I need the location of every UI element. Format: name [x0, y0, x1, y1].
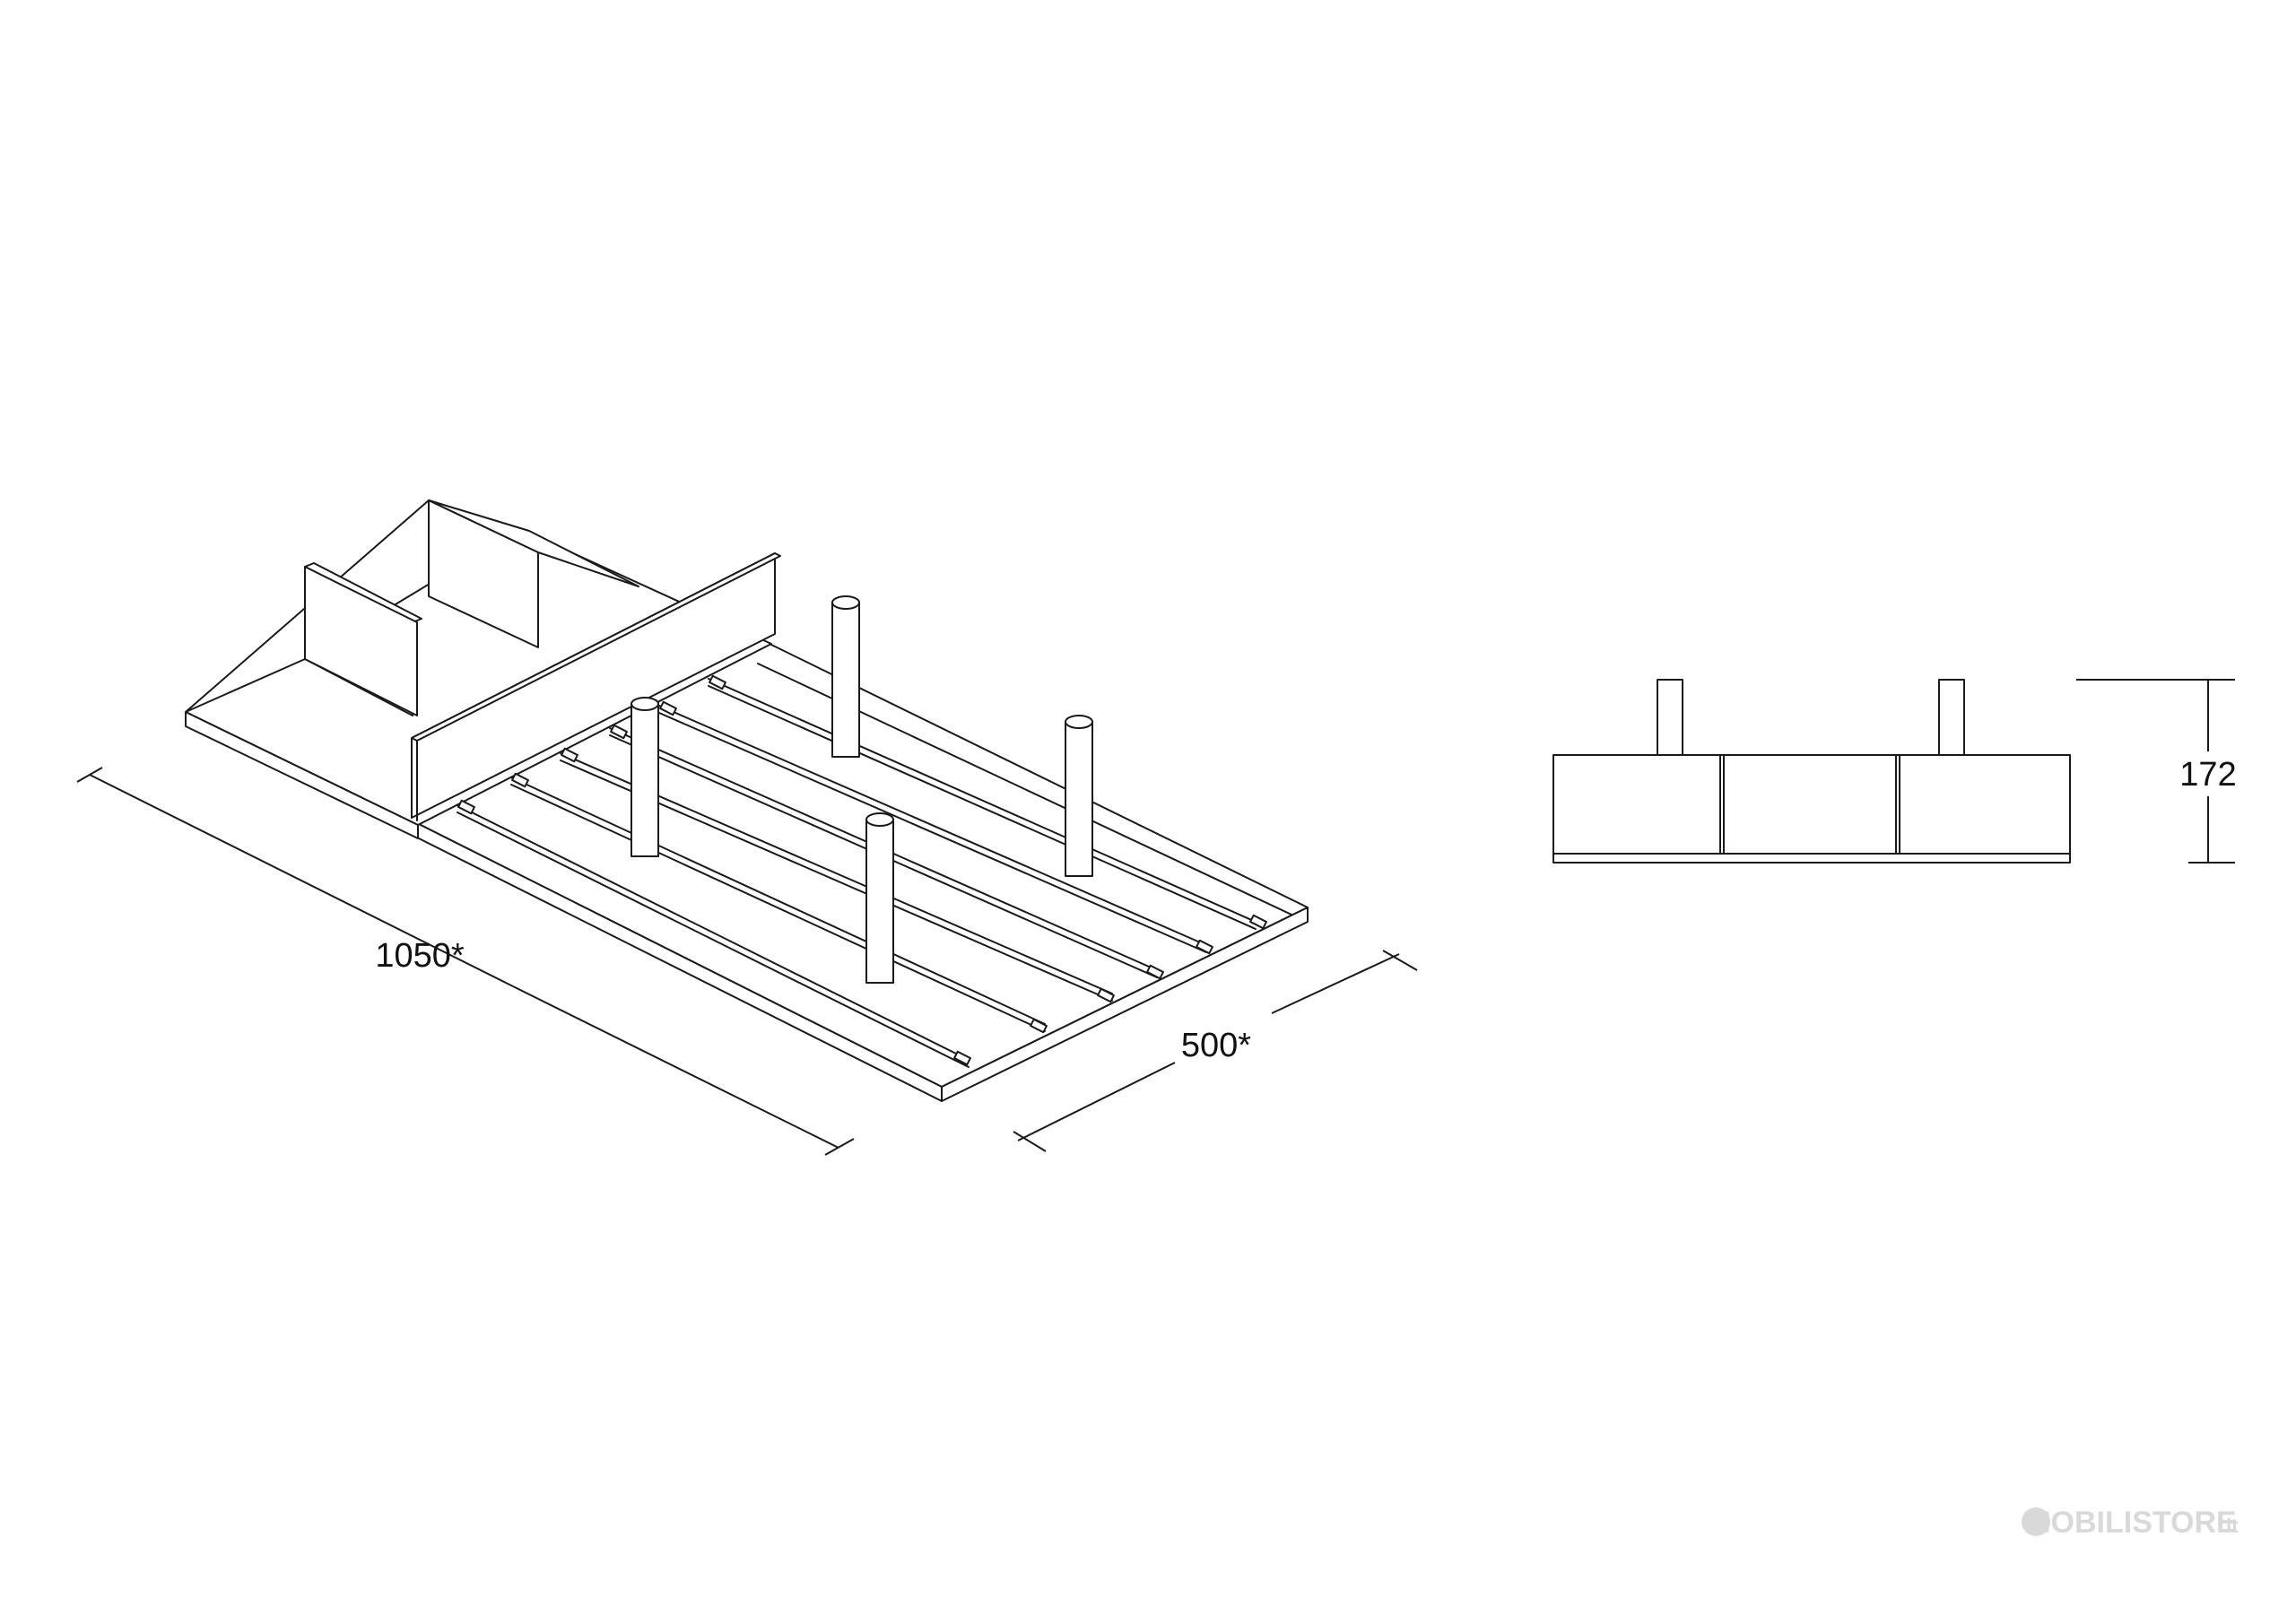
- side-body: [1552, 754, 2071, 864]
- side-peg-left: [1657, 679, 1683, 756]
- dimension-depth: [1013, 950, 1418, 1152]
- dimension-length: [76, 767, 855, 1156]
- rail-clips: [457, 674, 1267, 1066]
- isometric-view: 1050* 500*: [76, 499, 1418, 1156]
- dimension-height-label: 172: [2179, 756, 2236, 794]
- dimension-depth-label: 500*: [1181, 1027, 1251, 1064]
- peg-4: [865, 812, 894, 984]
- peg-3: [1065, 715, 1093, 877]
- watermark-tld: .it: [2221, 1515, 2239, 1537]
- side-view: 172: [1552, 679, 2237, 864]
- peg-2: [831, 595, 860, 758]
- front-divider-left: [428, 499, 639, 648]
- left-panel: [304, 566, 418, 716]
- watermark-logo: NOBILISTORE .it: [2022, 1506, 2239, 1540]
- dimension-height: [2076, 679, 2235, 864]
- peg-1: [631, 697, 659, 857]
- long-divider: [411, 552, 781, 821]
- side-peg-right: [1938, 679, 1965, 756]
- dimension-length-label: 1050*: [375, 937, 465, 975]
- watermark-brand: NOBILISTORE: [2029, 1506, 2237, 1540]
